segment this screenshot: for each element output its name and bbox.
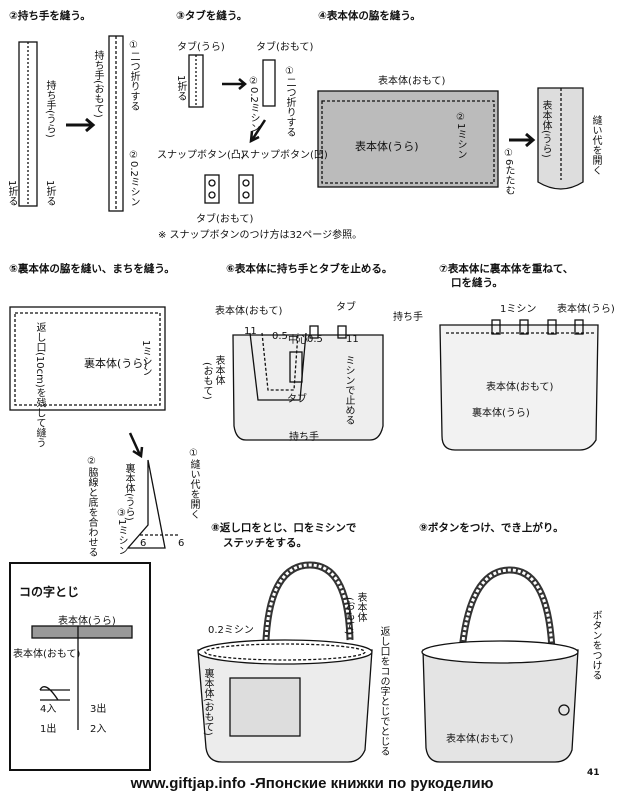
label-return-opening: 返し口(10cm)を残して縫う — [34, 322, 45, 448]
step3-heading: ③タブを縫う。 — [176, 10, 248, 22]
bag-step9-handle — [458, 566, 556, 651]
label-handle-ura: 持ち手(うら) — [44, 80, 55, 138]
bag-step8-handle — [262, 561, 354, 641]
label-lining-ura-7: 裏本体(うら) — [472, 408, 530, 419]
label-omote-6v: (おもて) — [201, 362, 212, 400]
label-machine02b: 0.2ミシン — [208, 625, 254, 636]
label-six-a: 6 — [140, 538, 147, 549]
label-slip-stitch: 返し口をコの字とじでとじる — [378, 626, 389, 756]
bag-step7 — [439, 324, 599, 451]
label-snap-ou: スナップボタン(凹) — [240, 150, 328, 161]
label-machine1d: 1ミシン — [500, 304, 537, 315]
label-handle-6: 持ち手 — [393, 312, 423, 323]
label-tab-ura: タブ(うら) — [177, 42, 225, 53]
label-body-omote-6v: 表本体 — [213, 355, 224, 385]
label-machine02-3: ②0.2ミシン — [248, 76, 259, 133]
label-lining-ura: 裏本体(うら) — [84, 357, 148, 370]
label-body-ura: 表本体(うら) — [355, 140, 419, 153]
step5-heading: ⑤裏本体の脇を縫い、まちを縫う。 — [9, 263, 175, 275]
label-body-ura-7: 表本体(うら) — [557, 304, 615, 315]
lining-panel — [9, 306, 166, 411]
label-handle-6b: 持ち手 — [289, 432, 319, 443]
step8-heading-line1: ⑧返し口をとじ、口をミシンで — [211, 522, 357, 534]
ko-1: 1出 — [40, 724, 57, 735]
label-fold1-c: 1折る — [175, 75, 186, 102]
label-body-omote-9: 表本体(おもて) — [446, 734, 514, 745]
tab-omote — [262, 59, 276, 107]
label-machine-fix: ミシンで止める — [343, 355, 354, 425]
step8-heading-line2: ステッチをする。 — [223, 537, 307, 549]
label-fold-half-3: ①二つ折りする — [284, 66, 295, 137]
button-icon — [558, 704, 570, 716]
label-body-omote-6: 表本体(おもて) — [215, 306, 283, 317]
label-tab-6b: タブ — [287, 394, 307, 405]
label-machine1b: 1ミシン — [140, 340, 151, 377]
label-center: 中心 — [288, 335, 308, 346]
bag-step9 — [422, 649, 579, 763]
step6-heading: ⑥表本体に持ち手とタブを止める。 — [226, 263, 393, 275]
label-sew-button: ボタンをつける — [590, 610, 601, 680]
label-fold1: 1折る — [44, 180, 55, 207]
step4-heading: ④表本体の脇を縫う。 — [318, 10, 421, 22]
label-n11-b: 11 — [346, 334, 359, 345]
label-machine02: ②0.2ミシン — [128, 150, 139, 207]
step2-heading: ②持ち手を縫う。 — [9, 10, 91, 22]
step7-heading-line2: 口を縫う。 — [451, 277, 503, 289]
label-tab-omote: タブ(おもて) — [256, 42, 314, 53]
ko-3: 3出 — [90, 704, 107, 715]
label-machine1c: ③1ミシン — [116, 508, 127, 556]
page-number: 41 — [587, 768, 600, 778]
label-tab-6: タブ — [336, 302, 356, 313]
footer-watermark: www.giftjap.info -Японские книжки по рук… — [130, 775, 494, 792]
label-six-b: 6 — [178, 538, 185, 549]
label-omote-8: (おもて) — [343, 597, 354, 635]
label-fold1-b: 1折る — [6, 180, 17, 207]
label-n05-a: 0.5 — [272, 331, 288, 342]
label-align-sides: ②脇線と底を合わせる — [86, 456, 97, 557]
snap-tab-1 — [204, 174, 220, 204]
label-handle-omote: 持ち手(おもて) — [92, 50, 103, 118]
label-body-omote-8: 表本体 — [355, 592, 366, 622]
label-n11-a: 11 — [244, 326, 257, 337]
ko-2: 2入 — [90, 724, 107, 735]
ko-4: 4入 — [40, 704, 57, 715]
label-machine1: ②1ミシン — [455, 112, 466, 160]
step9-heading: ⑨ボタンをつけ、でき上がり。 — [419, 522, 564, 534]
slip-stitch-detail-box — [9, 562, 151, 771]
ko-body-ura: 表本体(うら) — [58, 616, 116, 627]
snap-tab-2 — [238, 174, 254, 204]
step7-heading-line1: ⑦表本体に裏本体を重ねて、 — [439, 263, 574, 275]
label-fold6: ①6たたむ — [503, 148, 514, 196]
label-snap-totsu: スナップボタン(凸) — [157, 150, 245, 161]
label-lining-ura-2: 裏本体(うら) — [123, 463, 134, 521]
label-open-seam-2: ①縫い代を開く — [188, 448, 199, 519]
label-fold-half: ①二つ折りする — [128, 40, 139, 111]
label-body-omote: 表本体(おもて) — [378, 76, 446, 87]
ko-body-omote: 表本体(おもて) — [13, 649, 81, 660]
outer-bag-step6 — [232, 334, 384, 441]
label-body-ura-tube: 表本体(うら) — [540, 100, 551, 158]
label-body-omote-7: 表本体(おもて) — [486, 382, 554, 393]
label-lining-omote: 裏本体(おもて) — [202, 668, 213, 736]
label-tab-omote-2: タブ(おもて) — [196, 214, 254, 225]
snap-note: ※ スナップボタンのつけ方は32ページ参照。 — [158, 230, 363, 241]
label-open-seam: 縫い代を開く — [590, 115, 601, 175]
label-n05-b: 0.5 — [307, 334, 323, 345]
ko-title: コの字とじ — [19, 585, 80, 599]
